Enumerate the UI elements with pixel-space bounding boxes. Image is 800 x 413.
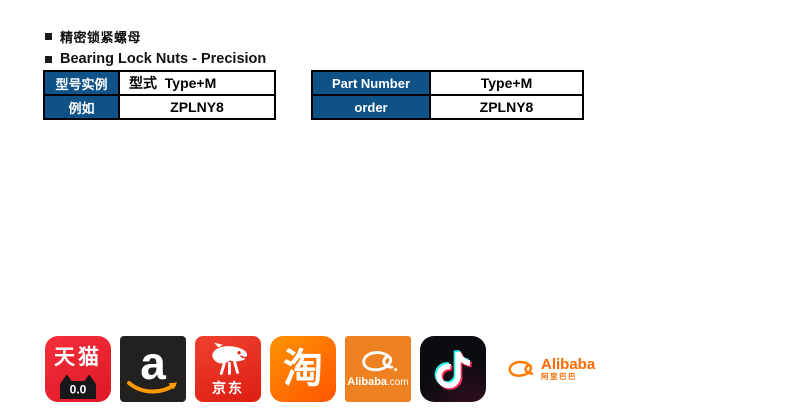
value-cell-type: 型式 Type+M — [118, 70, 276, 96]
header-cell-order: order — [311, 94, 431, 120]
value-cell-type: Type+M — [429, 70, 584, 96]
tmall-logo[interactable]: 天猫 0.0 — [45, 336, 111, 402]
alibaba-mark-icon — [362, 351, 398, 372]
title-line-cn: 精密锁紧螺母 — [45, 27, 141, 46]
value-cell-part-number: ZPLNY8 — [118, 94, 276, 120]
taobao-logo[interactable]: 淘 — [270, 336, 336, 402]
alibaba-word: Alibaba — [541, 356, 596, 373]
tmall-cat-icon: 0.0 — [60, 374, 96, 399]
spec-table-cn: 型号实例 型式 Type+M 例如 ZPLNY8 — [43, 70, 276, 120]
tiktok-note-icon — [434, 349, 473, 390]
tiktok-logo[interactable] — [420, 336, 486, 402]
alibaba-com-label: Alibaba.com — [347, 376, 409, 388]
table-row: Part Number Type+M — [311, 70, 584, 96]
bullet-square-icon — [45, 33, 52, 40]
alibaba-mark-icon — [508, 360, 534, 377]
alibaba-com-logo[interactable]: Alibaba.com — [345, 336, 411, 402]
jd-dog-icon — [212, 342, 250, 375]
amazon-letter: a — [140, 337, 166, 389]
table-row: 型号实例 型式 Type+M — [43, 70, 276, 96]
header-cell-model-example: 型号实例 — [43, 70, 120, 96]
table-row: order ZPLNY8 — [311, 94, 584, 120]
alibaba-wordmark: Alibaba 阿里巴巴 — [541, 357, 595, 381]
title-line-en: Bearing Lock Nuts - Precision — [45, 51, 266, 67]
header-cell-example: 例如 — [43, 94, 120, 120]
amazon-smile-icon — [127, 381, 177, 394]
alibaba-logo[interactable]: Alibaba 阿里巴巴 — [505, 357, 595, 381]
taobao-label: 淘 — [283, 347, 323, 391]
alibaba-word-cn: 阿里巴巴 — [541, 372, 577, 381]
table-row: 例如 ZPLNY8 — [43, 94, 276, 120]
title-cn-text: 精密锁紧螺母 — [60, 30, 142, 45]
tmall-label: 天猫 — [54, 346, 102, 369]
amazon-logo[interactable]: a — [120, 336, 186, 402]
value-cell-order-number: ZPLNY8 — [429, 94, 584, 120]
title-en-text: Bearing Lock Nuts - Precision — [60, 51, 267, 67]
bullet-square-icon — [45, 55, 52, 63]
jd-label: 京东 — [212, 379, 244, 396]
spec-table-en: Part Number Type+M order ZPLNY8 — [311, 70, 584, 120]
value-text: 型式 Type+M — [129, 75, 217, 91]
jd-logo[interactable]: 京东 — [195, 336, 261, 402]
header-cell-part-number: Part Number — [311, 70, 431, 96]
svg-text:0.0: 0.0 — [70, 383, 87, 397]
